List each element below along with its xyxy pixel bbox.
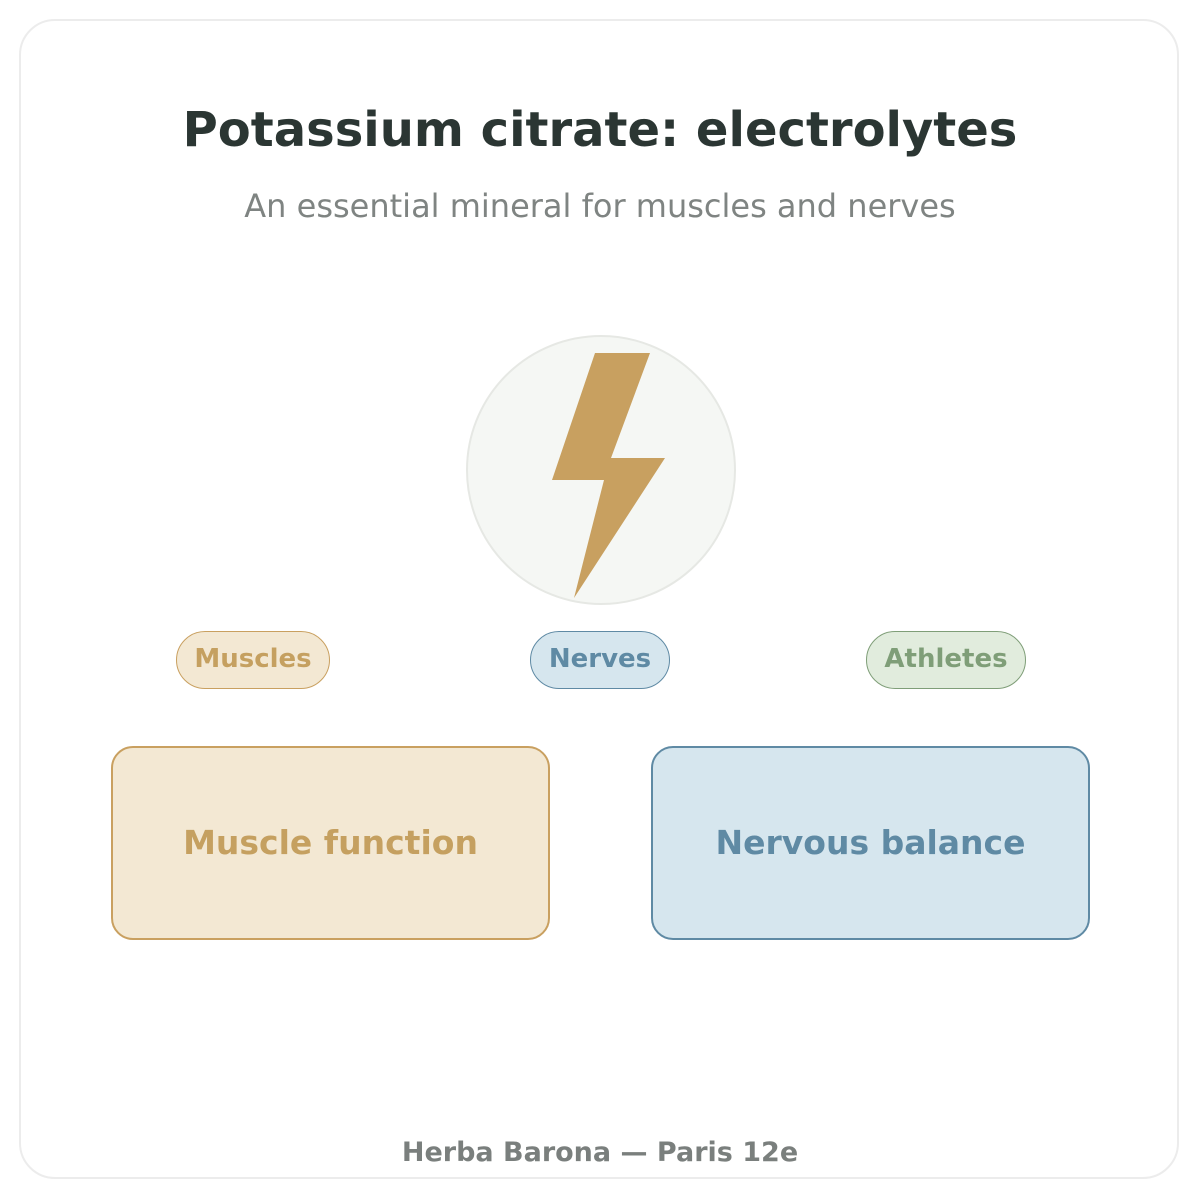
tag-nerves: Nerves xyxy=(530,631,670,689)
hero-icon-circle xyxy=(466,335,736,605)
tag-athletes: Athletes xyxy=(866,631,1026,689)
page-subtitle: An essential mineral for muscles and ner… xyxy=(244,187,956,225)
lightning-bolt-icon xyxy=(552,353,665,598)
tag-muscles: Muscles xyxy=(176,631,330,689)
page-title: Potassium citrate: electrolytes xyxy=(182,102,1018,158)
footer-brand: Herba Barona — Paris 12e xyxy=(401,1137,799,1168)
box-muscle-function: Muscle function xyxy=(111,746,550,940)
box-nervous-balance: Nervous balance xyxy=(651,746,1090,940)
